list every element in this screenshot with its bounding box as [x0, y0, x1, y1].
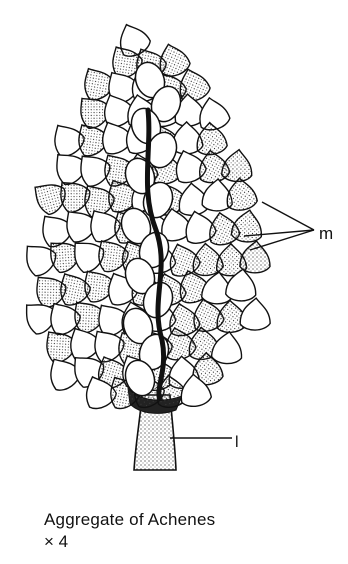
achene-cluster — [16, 18, 270, 413]
achene-scale — [231, 209, 263, 243]
achene-scale — [223, 176, 258, 213]
label-l: l — [235, 434, 239, 452]
achene-scale — [221, 149, 252, 182]
achene-scale — [240, 298, 271, 330]
caption-scale: × 4 — [44, 532, 68, 552]
label-m: m — [319, 224, 333, 244]
achene-scale — [211, 331, 243, 365]
caption-title: Aggregate of Achenes — [44, 510, 215, 530]
